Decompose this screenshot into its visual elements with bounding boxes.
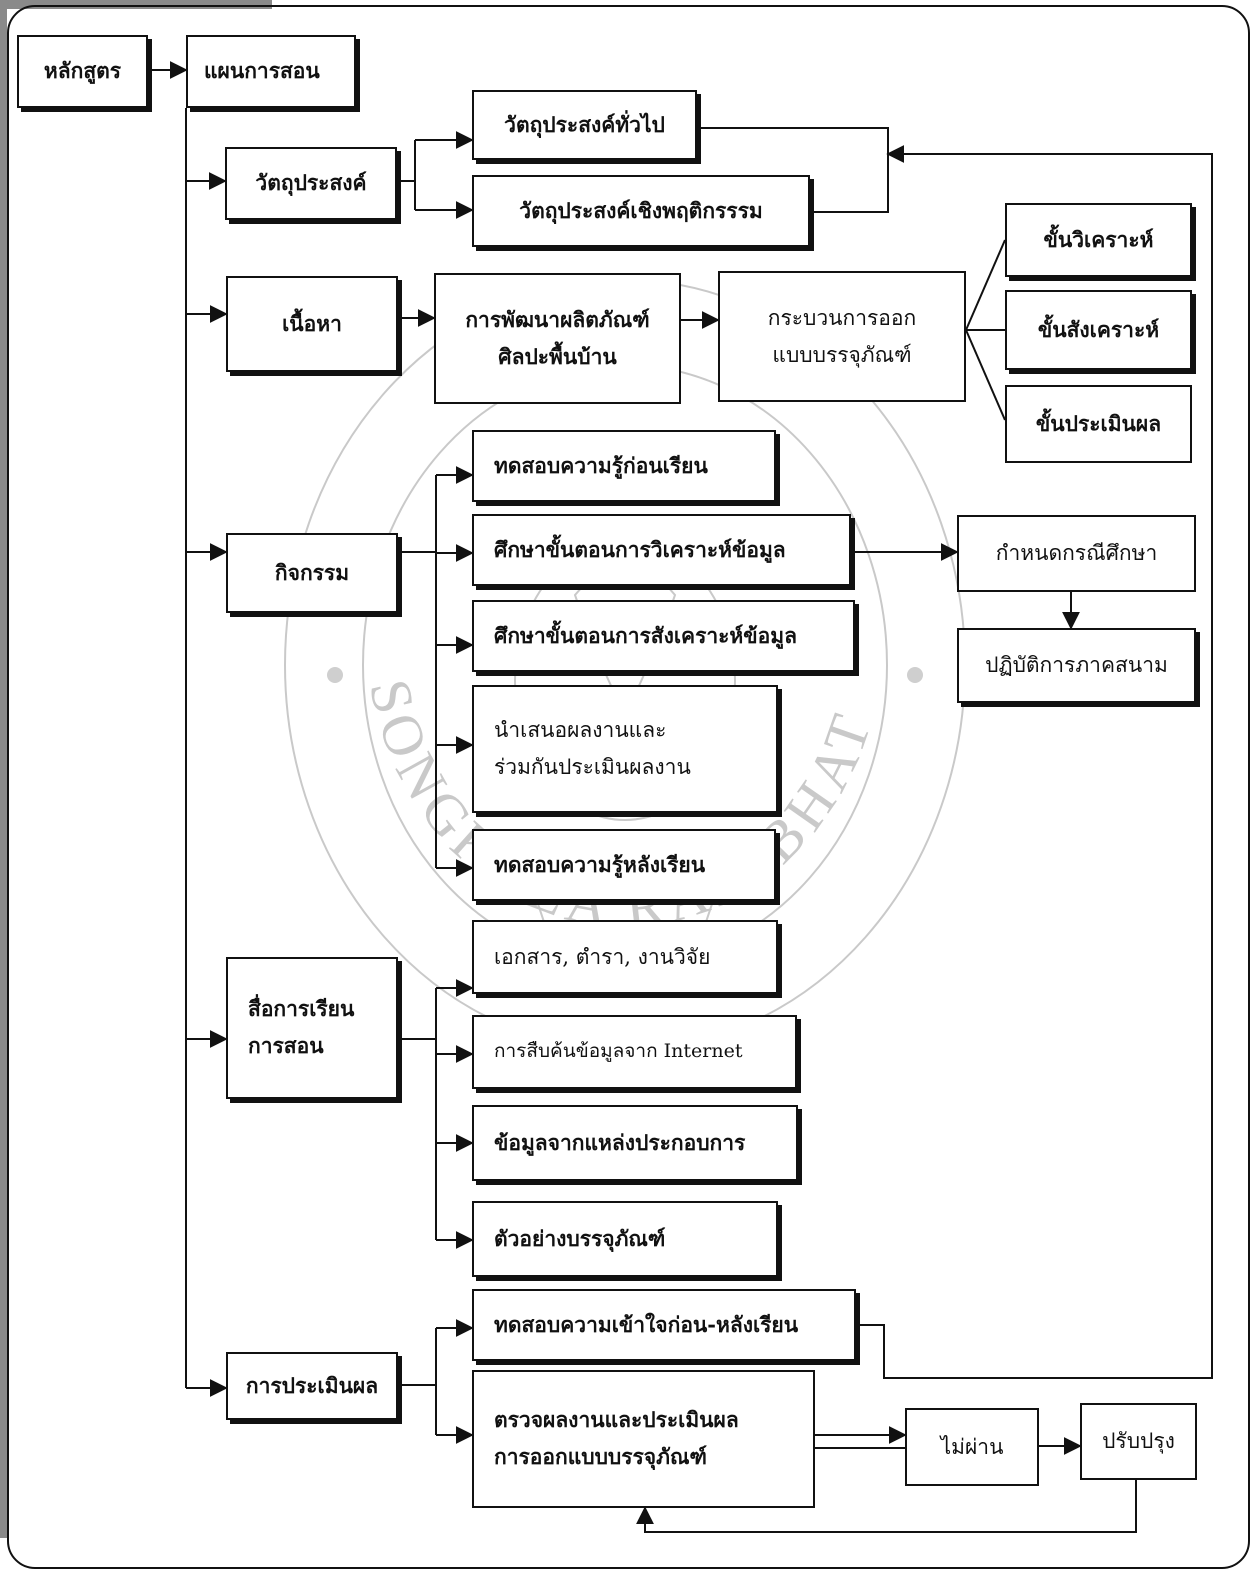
media-node: สื่อการเรียนการสอน (226, 957, 398, 1099)
stage-synthesis-node: ขั้นสังเคราะห์ (1005, 290, 1192, 370)
objectives-behavioral-label: วัตถุประสงค์เชิงพฤติกรรรม (519, 197, 763, 223)
activity-posttest-label: ทดสอบความรู้หลังเรียน (494, 851, 706, 877)
fail-node: ไม่ผ่าน (905, 1408, 1039, 1486)
media-docs-node: เอกสาร, ตำรา, งานวิจัย (472, 920, 778, 994)
activity-synthesis-label: ศึกษาขั้นตอนการสังเคราะห์ข้อมูล (494, 622, 797, 648)
curriculum-node: หลักสูตร (17, 35, 148, 108)
scan-edge (0, 0, 7, 1538)
eval-check-label-line2: การออกแบบบรรจุภัณฑ์ (494, 1444, 707, 1469)
eval-check-node: ตรวจผลงานและประเมินผลการออกแบบบรรจุภัณฑ์ (472, 1370, 815, 1508)
evaluation-node: การประเมินผล (226, 1352, 398, 1420)
activity-pretest-label: ทดสอบความรู้ก่อนเรียน (494, 452, 708, 478)
activity-synthesis-node: ศึกษาขั้นตอนการสังเคราะห์ข้อมูล (472, 600, 855, 672)
activity-present-label-line1: นำเสนอผลงานและ (494, 718, 667, 743)
objectives-general-node: วัตถุประสงค์ทั่วไป (472, 90, 697, 160)
media-business-label: ข้อมูลจากแหล่งประกอบการ (494, 1129, 746, 1155)
scan-corner (0, 0, 272, 9)
objectives-node: วัตถุประสงค์ (225, 147, 397, 220)
activities-label: กิจกรรม (274, 559, 350, 585)
content-node: เนื้อหา (226, 276, 398, 372)
eval-test-node: ทดสอบความเข้าใจก่อน-หลังเรียน (472, 1289, 856, 1361)
design-process-label-line2: แบบบรรจุภัณฑ์ (772, 342, 912, 367)
product-development-label-line2: ศิลปะพื้นบ้าน (498, 343, 617, 369)
activity-analysis-label: ศึกษาขั้นตอนการวิเคราะห์ข้อมูล (494, 536, 786, 562)
improve-node: ปรับปรุง (1080, 1403, 1197, 1480)
stage-analysis-label: ขั้นวิเคราะห์ (1043, 226, 1154, 252)
activity-analysis-node: ศึกษาขั้นตอนการวิเคราะห์ข้อมูล (472, 514, 851, 586)
media-label-line1: สื่อการเรียน (248, 996, 355, 1022)
activity-present-node: นำเสนอผลงานและร่วมกันประเมินผลงาน (472, 685, 778, 813)
activity-posttest-node: ทดสอบความรู้หลังเรียน (472, 829, 776, 901)
stage-analysis-node: ขั้นวิเคราะห์ (1005, 203, 1192, 277)
media-docs-label: เอกสาร, ตำรา, งานวิจัย (494, 944, 711, 969)
field-practice-label: ปฏิบัติการภาคสนาม (985, 653, 1168, 678)
media-internet-label: การสืบค้นข้อมูลจาก Internet (494, 1040, 743, 1063)
case-study-node: กำหนดกรณีศึกษา (957, 515, 1196, 592)
objectives-label: วัตถุประสงค์ (255, 170, 367, 196)
objectives-general-label: วัตถุประสงค์ทั่วไป (504, 111, 665, 137)
field-practice-node: ปฏิบัติการภาคสนาม (957, 628, 1196, 703)
design-process-label-line1: กระบวนการออก (767, 305, 917, 330)
product-development-label-line1: การพัฒนาผลิตภัณฑ์ (465, 306, 650, 332)
design-process-node: กระบวนการออกแบบบรรจุภัณฑ์ (718, 271, 966, 402)
stage-evaluation-node: ขั้นประเมินผล (1005, 385, 1192, 463)
media-internet-node: การสืบค้นข้อมูลจาก Internet (472, 1015, 797, 1089)
content-label: เนื้อหา (282, 310, 342, 336)
lesson-plan-label: แผนการสอน (204, 58, 320, 84)
stage-evaluation-label: ขั้นประเมินผล (1035, 410, 1162, 436)
curriculum-label: หลักสูตร (43, 58, 122, 84)
eval-check-label-line1: ตรวจผลงานและประเมินผล (494, 1407, 739, 1433)
media-samples-label: ตัวอย่างบรรจุภัณฑ์ (494, 1225, 666, 1251)
activity-present-label-line2: ร่วมกันประเมินผลงาน (494, 755, 691, 779)
lesson-plan-node: แผนการสอน (186, 35, 356, 108)
stage-synthesis-label: ขั้นสังเคราะห์ (1037, 316, 1160, 342)
evaluation-label: การประเมินผล (245, 1372, 379, 1398)
objectives-behavioral-node: วัตถุประสงค์เชิงพฤติกรรรม (472, 175, 810, 247)
product-development-node: การพัฒนาผลิตภัณฑ์ศิลปะพื้นบ้าน (434, 273, 681, 404)
improve-label: ปรับปรุง (1102, 1429, 1175, 1454)
activity-pretest-node: ทดสอบความรู้ก่อนเรียน (472, 430, 776, 502)
media-label-line2: การสอน (248, 1033, 324, 1058)
fail-label: ไม่ผ่าน (940, 1434, 1004, 1459)
media-business-node: ข้อมูลจากแหล่งประกอบการ (472, 1105, 798, 1181)
eval-test-label: ทดสอบความเข้าใจก่อน-หลังเรียน (494, 1311, 799, 1337)
case-study-label: กำหนดกรณีศึกษา (995, 541, 1158, 566)
media-samples-node: ตัวอย่างบรรจุภัณฑ์ (472, 1201, 778, 1277)
activities-node: กิจกรรม (226, 533, 398, 613)
